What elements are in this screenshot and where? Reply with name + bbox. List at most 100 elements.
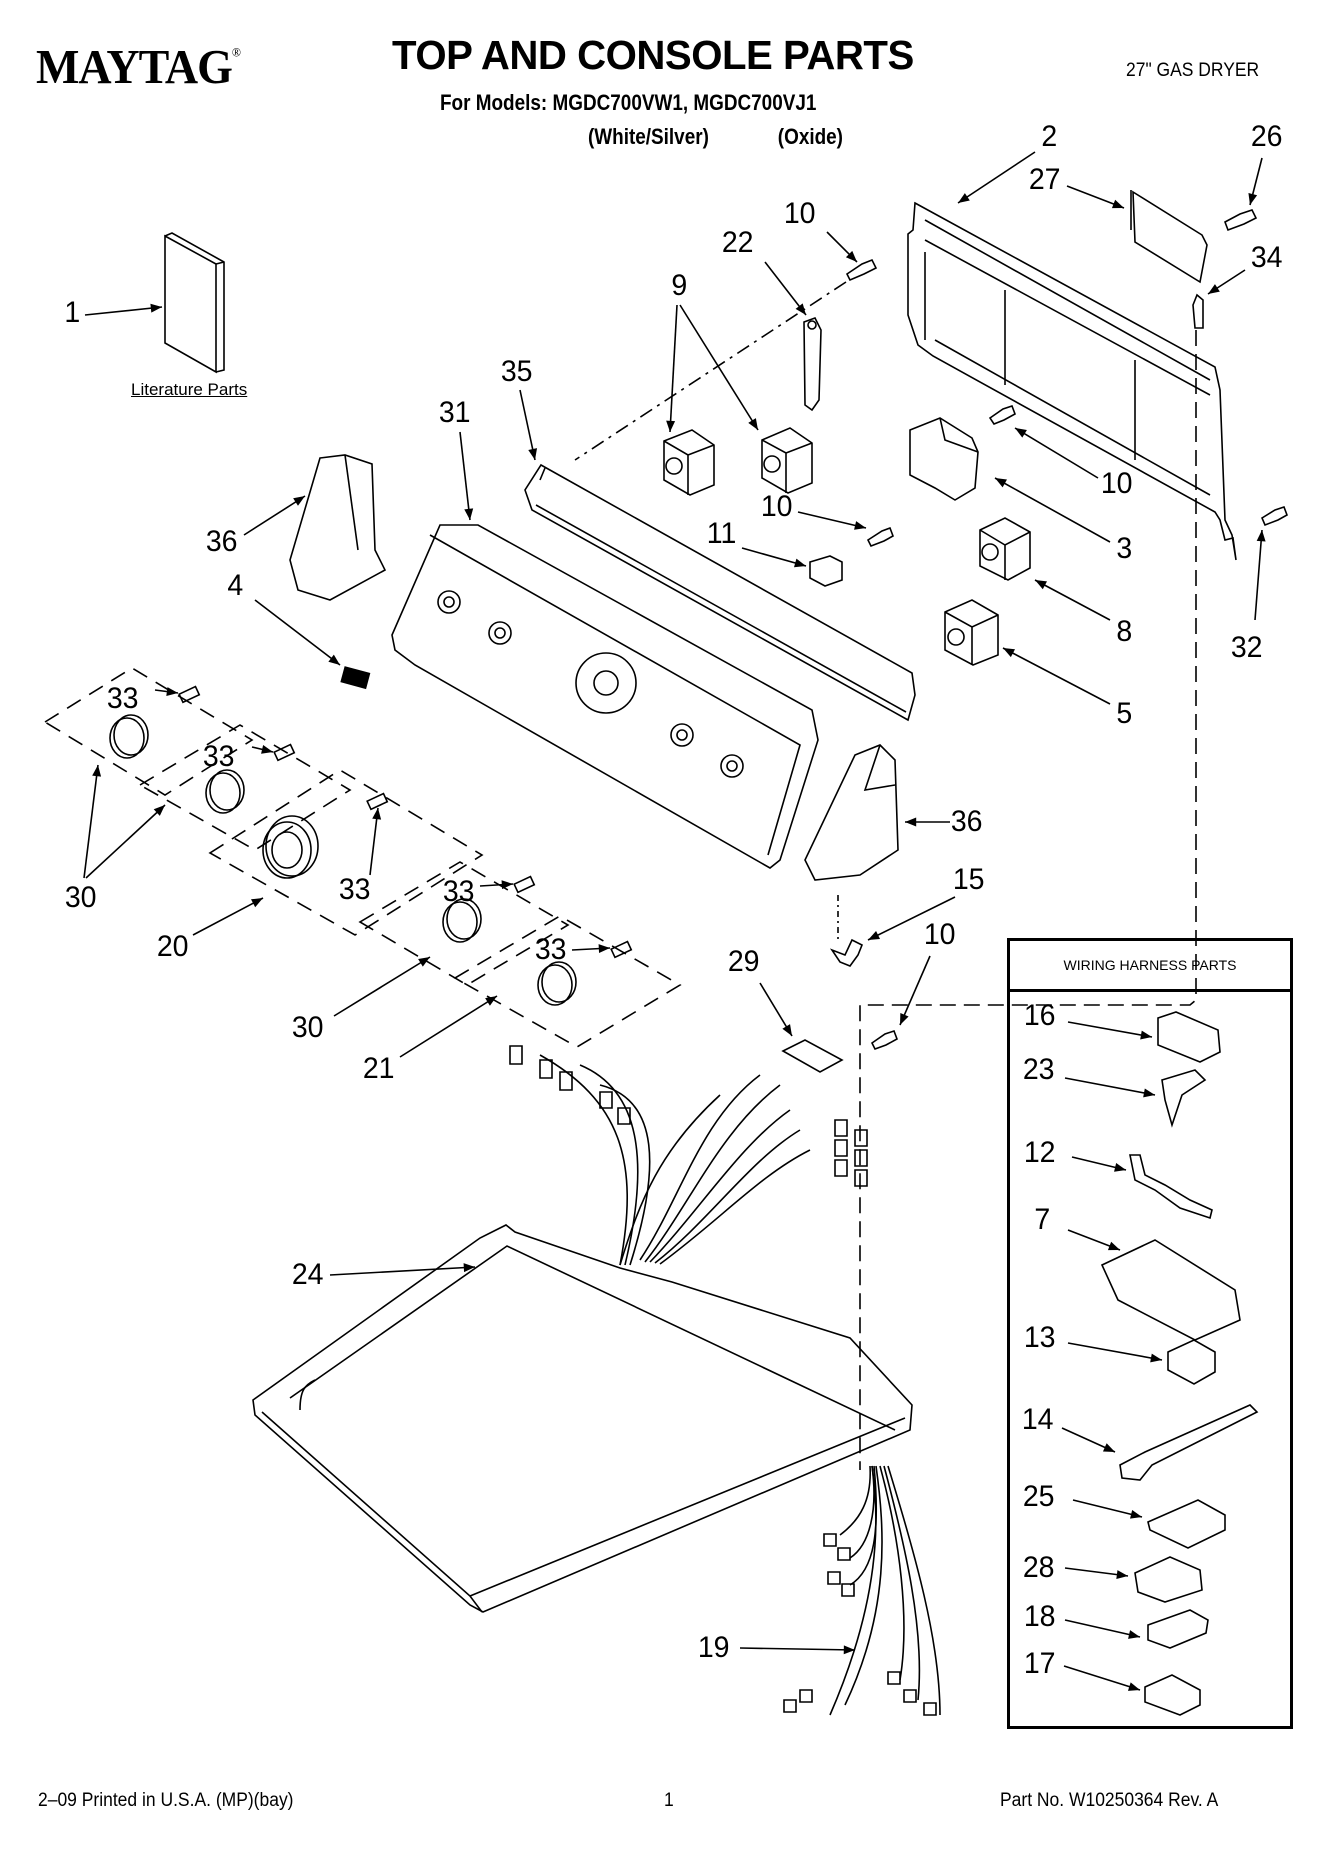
lower-wire-harness [784,1466,940,1715]
callout-27: 27 [1028,163,1061,196]
callout-4: 4 [227,569,244,602]
leader-21 [400,996,497,1057]
switch-9a [664,430,714,495]
callout-3: 3 [1116,532,1133,565]
callout-30c: 30 [291,1011,324,1044]
callout-2: 2 [1041,120,1058,153]
callout-21: 21 [362,1052,395,1085]
console-back-panel [908,203,1236,560]
push-clip-23-icon [1162,1070,1205,1125]
wiring-harness-title: WIRING HARNESS PARTS [1010,941,1290,992]
connector-18-icon [1148,1610,1208,1648]
harness-callout-16: 16 [1023,999,1056,1032]
harness-part-icons [1102,1012,1257,1715]
harness-leaders [1062,1022,1162,1691]
top-panel-24 [253,1225,912,1612]
end-cap-left [290,455,385,600]
lever-22 [804,318,821,410]
selector-switch-3 [910,418,978,500]
leader-10-lower [900,956,930,1025]
callout-33e: 33 [534,933,567,966]
control-bracket-35 [525,465,915,720]
spring-clips [179,687,631,958]
connector-25-icon [1148,1500,1225,1548]
callout-22: 22 [721,226,754,259]
screw-10-middle [868,528,893,546]
dashed-alignment [575,282,846,460]
callout-24: 24 [291,1258,324,1291]
leader-15 [868,897,955,940]
leader-4 [255,600,340,665]
harness-clip-29 [783,1040,842,1072]
callout-36-left: 36 [205,525,238,558]
callout-9: 9 [671,269,688,302]
leader-9a [666,305,677,432]
callout-33a: 33 [106,682,139,715]
switch-9b [762,428,812,493]
upper-wire-harness [510,1046,867,1265]
leader-3 [995,478,1110,542]
leader-29 [760,983,792,1036]
knob-group-21 [455,916,680,1047]
leader-27 [1067,186,1124,208]
harness-callout-17: 17 [1023,1647,1056,1680]
leader-22 [765,262,806,315]
knob-c [443,899,481,942]
terminal-12-icon [1130,1155,1212,1218]
leader-34 [1208,270,1245,294]
callout-36-right: 36 [950,805,983,838]
variant-oxide: (Oxide) [777,124,843,149]
cable-tie-14-icon [1120,1405,1257,1480]
leader-10-top [827,232,857,262]
literature-book-icon [165,233,224,372]
leader-32 [1255,530,1266,620]
callout-33d: 33 [442,875,475,908]
knob-timer [263,816,318,878]
switch-5 [945,600,998,665]
literature-parts-label: Literature Parts [131,380,248,399]
leader-30b [86,805,165,878]
screw-34 [1193,295,1203,328]
callout-34: 34 [1250,241,1283,274]
connector-17-icon [1145,1675,1200,1715]
callout-11: 11 [706,517,737,550]
callout-8: 8 [1116,615,1133,648]
leader-5 [1003,648,1110,704]
leader-1 [85,303,162,315]
screw-10-top [847,260,876,280]
leader-20 [193,898,263,935]
knob-group-20 [210,770,482,935]
end-cap-right [805,745,898,880]
leader-10-mid-right [1015,428,1098,478]
callout-32: 32 [1230,631,1263,664]
callout-33c: 33 [338,873,371,906]
filter-4 [341,667,369,688]
leader-19 [740,1645,855,1655]
harness-callout-18: 18 [1023,1600,1056,1633]
screw-32 [1262,507,1287,525]
model-variants: (White/Silver) (Oxide) [588,124,884,150]
leader-9b [680,305,758,430]
callout-31: 31 [438,396,471,429]
callout-20: 20 [156,930,189,963]
harness-callout-23: 23 [1022,1053,1055,1086]
screw-10-mid-right [990,406,1015,424]
part-number: Part No. W10250364 Rev. A [1000,1790,1219,1811]
callout-35: 35 [500,355,533,388]
leader-30c [334,957,430,1016]
brand-name: MAYTAG [36,39,233,94]
callout-10-lower: 10 [923,918,956,951]
callout-19: 19 [697,1631,730,1664]
leader-8 [1035,580,1110,620]
harness-callout-14: 14 [1021,1403,1054,1436]
harness-callout-12: 12 [1023,1136,1056,1169]
knob-b [206,770,244,813]
harness-callout-25: 25 [1022,1480,1055,1513]
callout-10-mid-right: 10 [1100,467,1133,500]
knob-group-30a [45,668,252,795]
callout-29: 29 [727,945,760,978]
switch-8 [980,518,1030,580]
page-title: TOP AND CONSOLE PARTS [392,32,914,78]
screw-26 [1225,210,1256,230]
knob-d [538,962,576,1005]
